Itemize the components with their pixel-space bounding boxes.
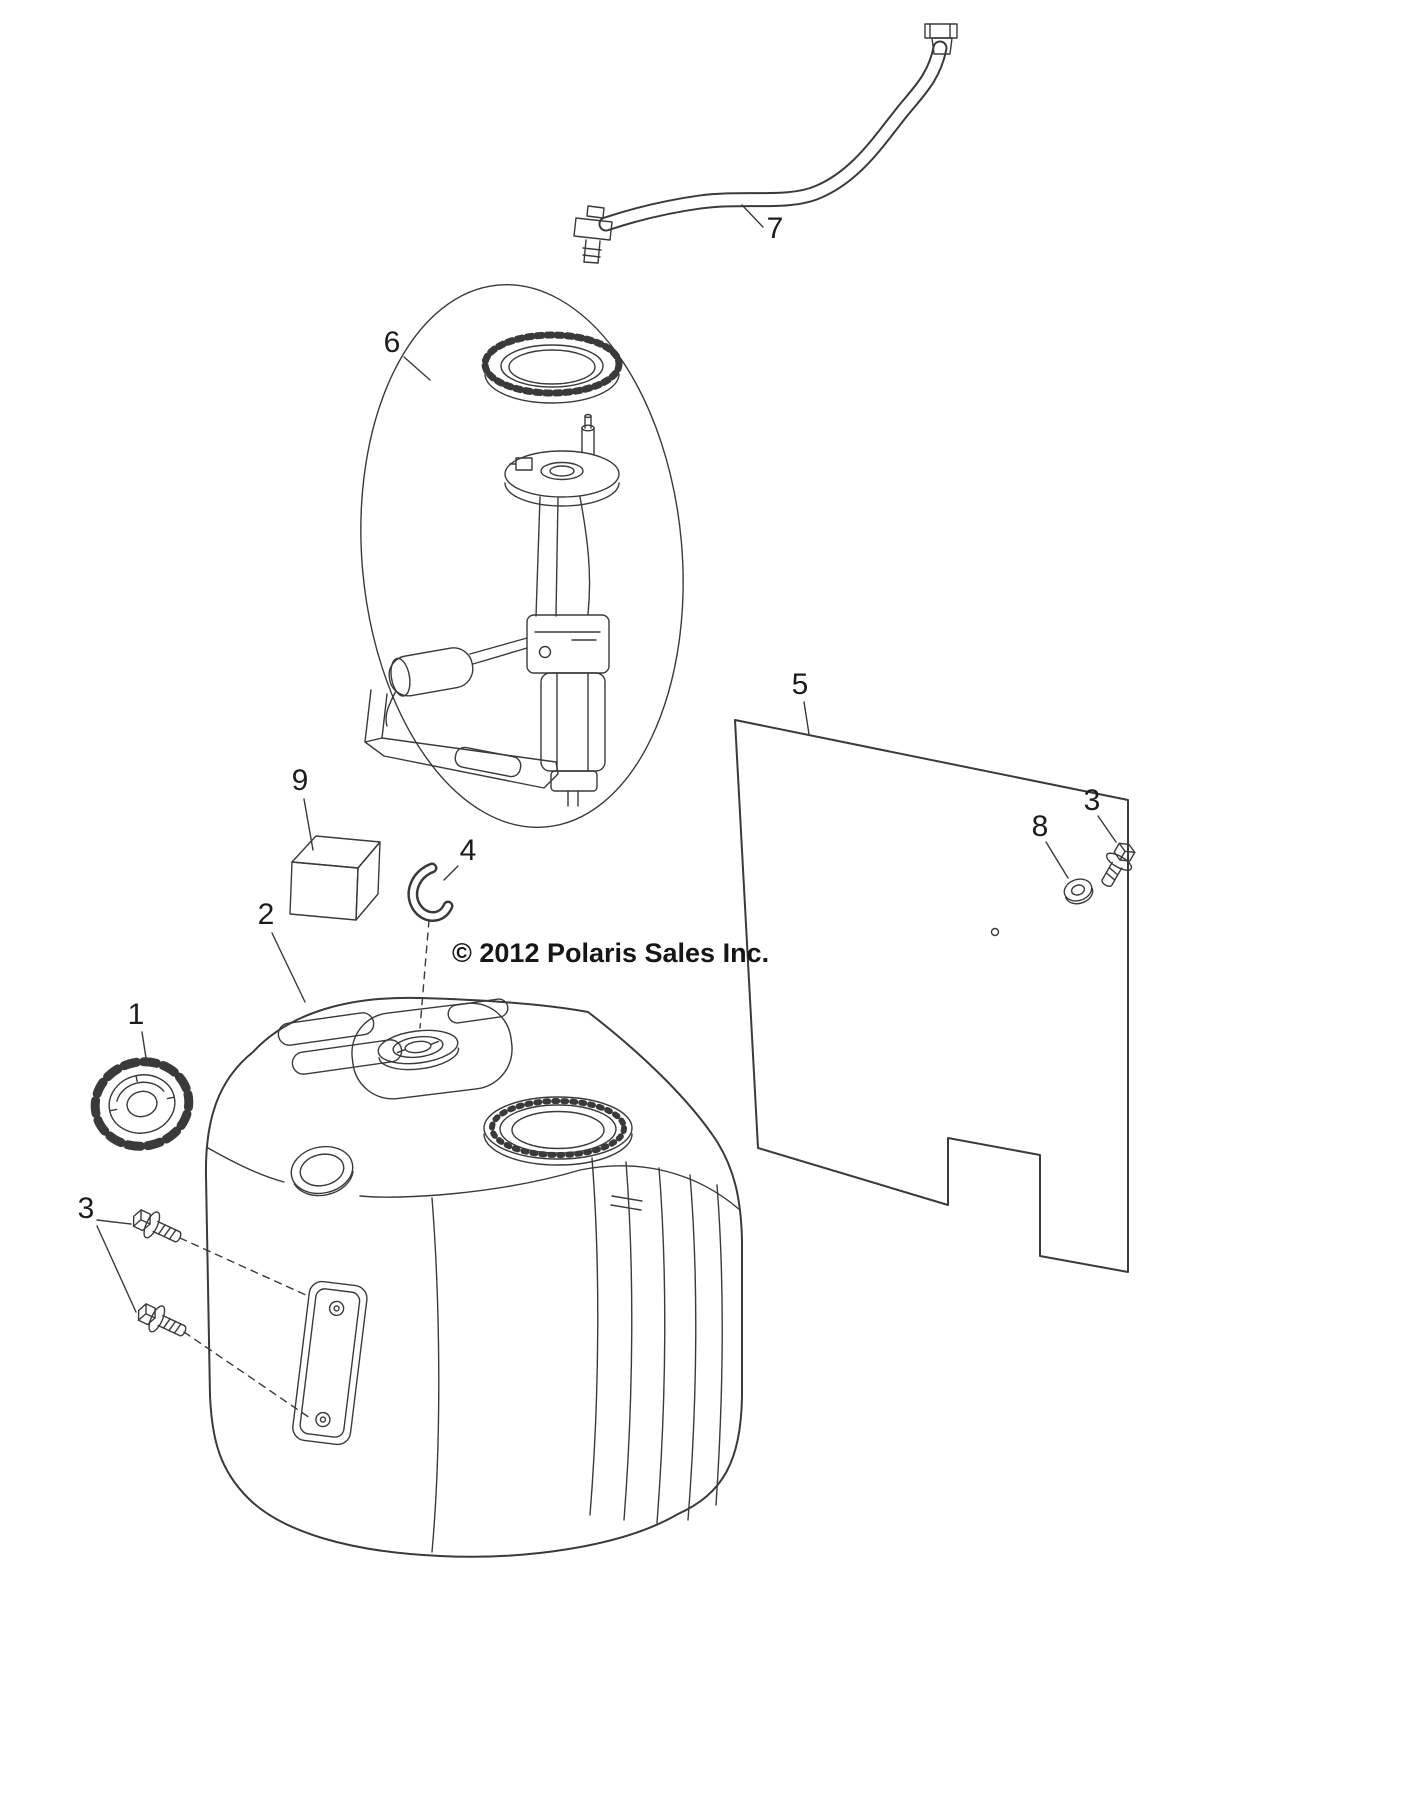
clip-drawing bbox=[407, 862, 454, 1029]
callout-3-left-label: 3 bbox=[78, 1192, 95, 1225]
callout-6-label: 6 bbox=[384, 326, 401, 359]
fuel-line-hose-drawing bbox=[573, 23, 958, 264]
float bbox=[388, 647, 474, 697]
pump-column bbox=[535, 496, 559, 617]
screw-alignment-dashed-line-upper bbox=[179, 1237, 309, 1297]
pump-bracket bbox=[364, 689, 559, 789]
washer-drawing bbox=[1063, 878, 1094, 905]
pump-lock-ring bbox=[481, 331, 623, 404]
panel-hole bbox=[990, 927, 1000, 937]
screw-drawing-left-upper bbox=[132, 1209, 182, 1243]
shield-panel-drawing bbox=[734, 719, 1129, 1273]
callout-3-right-label: 3 bbox=[1084, 784, 1101, 817]
screw-alignment-dashed-line-lower bbox=[183, 1331, 311, 1419]
callout-8-label: 8 bbox=[1032, 810, 1049, 843]
screw-drawing-right bbox=[1101, 842, 1136, 887]
callout-leader-lines bbox=[96, 204, 1117, 1313]
pump-reservoir bbox=[540, 672, 606, 772]
fuel-tank-drawing bbox=[204, 996, 743, 1558]
screw-drawing-left-lower bbox=[137, 1303, 187, 1337]
pump-opening bbox=[483, 1096, 633, 1166]
vent-port bbox=[290, 1145, 354, 1197]
callout-5-label: 5 bbox=[792, 668, 809, 701]
fuel-cap-drawing bbox=[90, 1057, 194, 1151]
pump-flange bbox=[504, 413, 620, 507]
float-arm bbox=[469, 637, 528, 665]
pad-box-drawing bbox=[289, 835, 381, 921]
callout-1-label: 1 bbox=[128, 998, 145, 1031]
fuel-pump-assembly-drawing bbox=[360, 283, 684, 829]
pump-balloon-outline bbox=[360, 283, 684, 829]
clip-alignment-dashed-line bbox=[419, 919, 430, 1029]
tank-mount-plate bbox=[292, 1280, 368, 1446]
callout-9-label: 9 bbox=[292, 764, 309, 797]
copyright-text: © 2012 Polaris Sales Inc. bbox=[452, 938, 769, 968]
filler-neck bbox=[377, 1029, 460, 1071]
pump-mid-module bbox=[526, 614, 610, 674]
callout-7-label: 7 bbox=[767, 212, 784, 245]
callout-2-label: 2 bbox=[258, 898, 275, 931]
callout-4-label: 4 bbox=[460, 834, 477, 867]
